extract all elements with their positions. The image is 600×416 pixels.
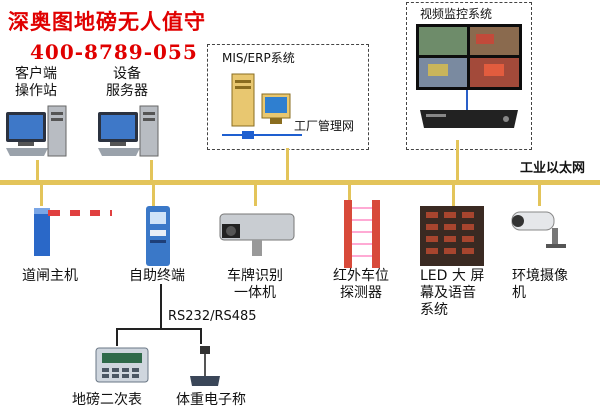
server-computer-icon (98, 105, 159, 157)
serial-line (160, 328, 202, 330)
led-screen-icon (420, 206, 484, 266)
client-station-label: 客户端 操作站 (15, 66, 57, 99)
connector (456, 140, 459, 182)
led-screen-label: LED 大 屏 幕及语音 系统 (420, 268, 485, 318)
page-title: 深奥图地磅无人值守 (8, 9, 206, 34)
connector (150, 160, 153, 182)
connector (538, 184, 541, 206)
bus-label: 工业以太网 (520, 161, 586, 176)
serial-protocol-label: RS232/RS485 (168, 309, 257, 324)
environment-camera-icon (511, 211, 566, 248)
mis-erp-title: MIS/ERP系统 (222, 51, 295, 65)
connector (286, 148, 289, 182)
video-surveillance-box (406, 2, 532, 150)
barrier-gate-icon (34, 208, 112, 256)
video-system-title: 视频监控系统 (420, 7, 493, 21)
lan-line (222, 134, 302, 136)
electronic-scale-label: 体重电子称 (176, 392, 246, 408)
factory-network-label: 工厂管理网 (294, 119, 355, 133)
serial-line (116, 328, 118, 346)
serial-line (116, 328, 162, 330)
weighbridge-indicator-label: 地磅二次表 (72, 392, 142, 408)
nvr-recorder-icon (420, 110, 518, 128)
serial-line (160, 284, 162, 330)
connector (452, 184, 455, 206)
connector (152, 184, 155, 206)
infrared-detector-icon (344, 200, 380, 268)
mis-server-icon (231, 73, 291, 127)
serial-line (200, 328, 202, 344)
electronic-scale-icon (190, 346, 220, 386)
connector (36, 160, 39, 182)
self-service-terminal-label: 自助终端 (129, 268, 185, 284)
network-switch-icon (242, 131, 254, 139)
workstation-computer-icon (6, 105, 67, 157)
connector (254, 184, 257, 206)
plate-recognition-camera-icon (219, 213, 295, 256)
plate-recognition-label: 车牌识别 一体机 (227, 268, 283, 301)
video-monitor-wall-icon (416, 24, 522, 90)
weighbridge-indicator-icon (95, 347, 149, 383)
phone-number: 400-8789-055 (30, 40, 198, 64)
industrial-ethernet-bus (0, 180, 600, 185)
self-service-terminal-icon (146, 206, 170, 266)
barrier-gate-label: 道闸主机 (22, 268, 78, 284)
server-label: 设备 服务器 (106, 66, 148, 99)
connector (348, 184, 351, 206)
connector (40, 184, 43, 206)
environment-camera-label: 环境摄像 机 (512, 268, 568, 301)
cable (466, 90, 468, 110)
infrared-detector-label: 红外车位 探测器 (333, 268, 389, 301)
